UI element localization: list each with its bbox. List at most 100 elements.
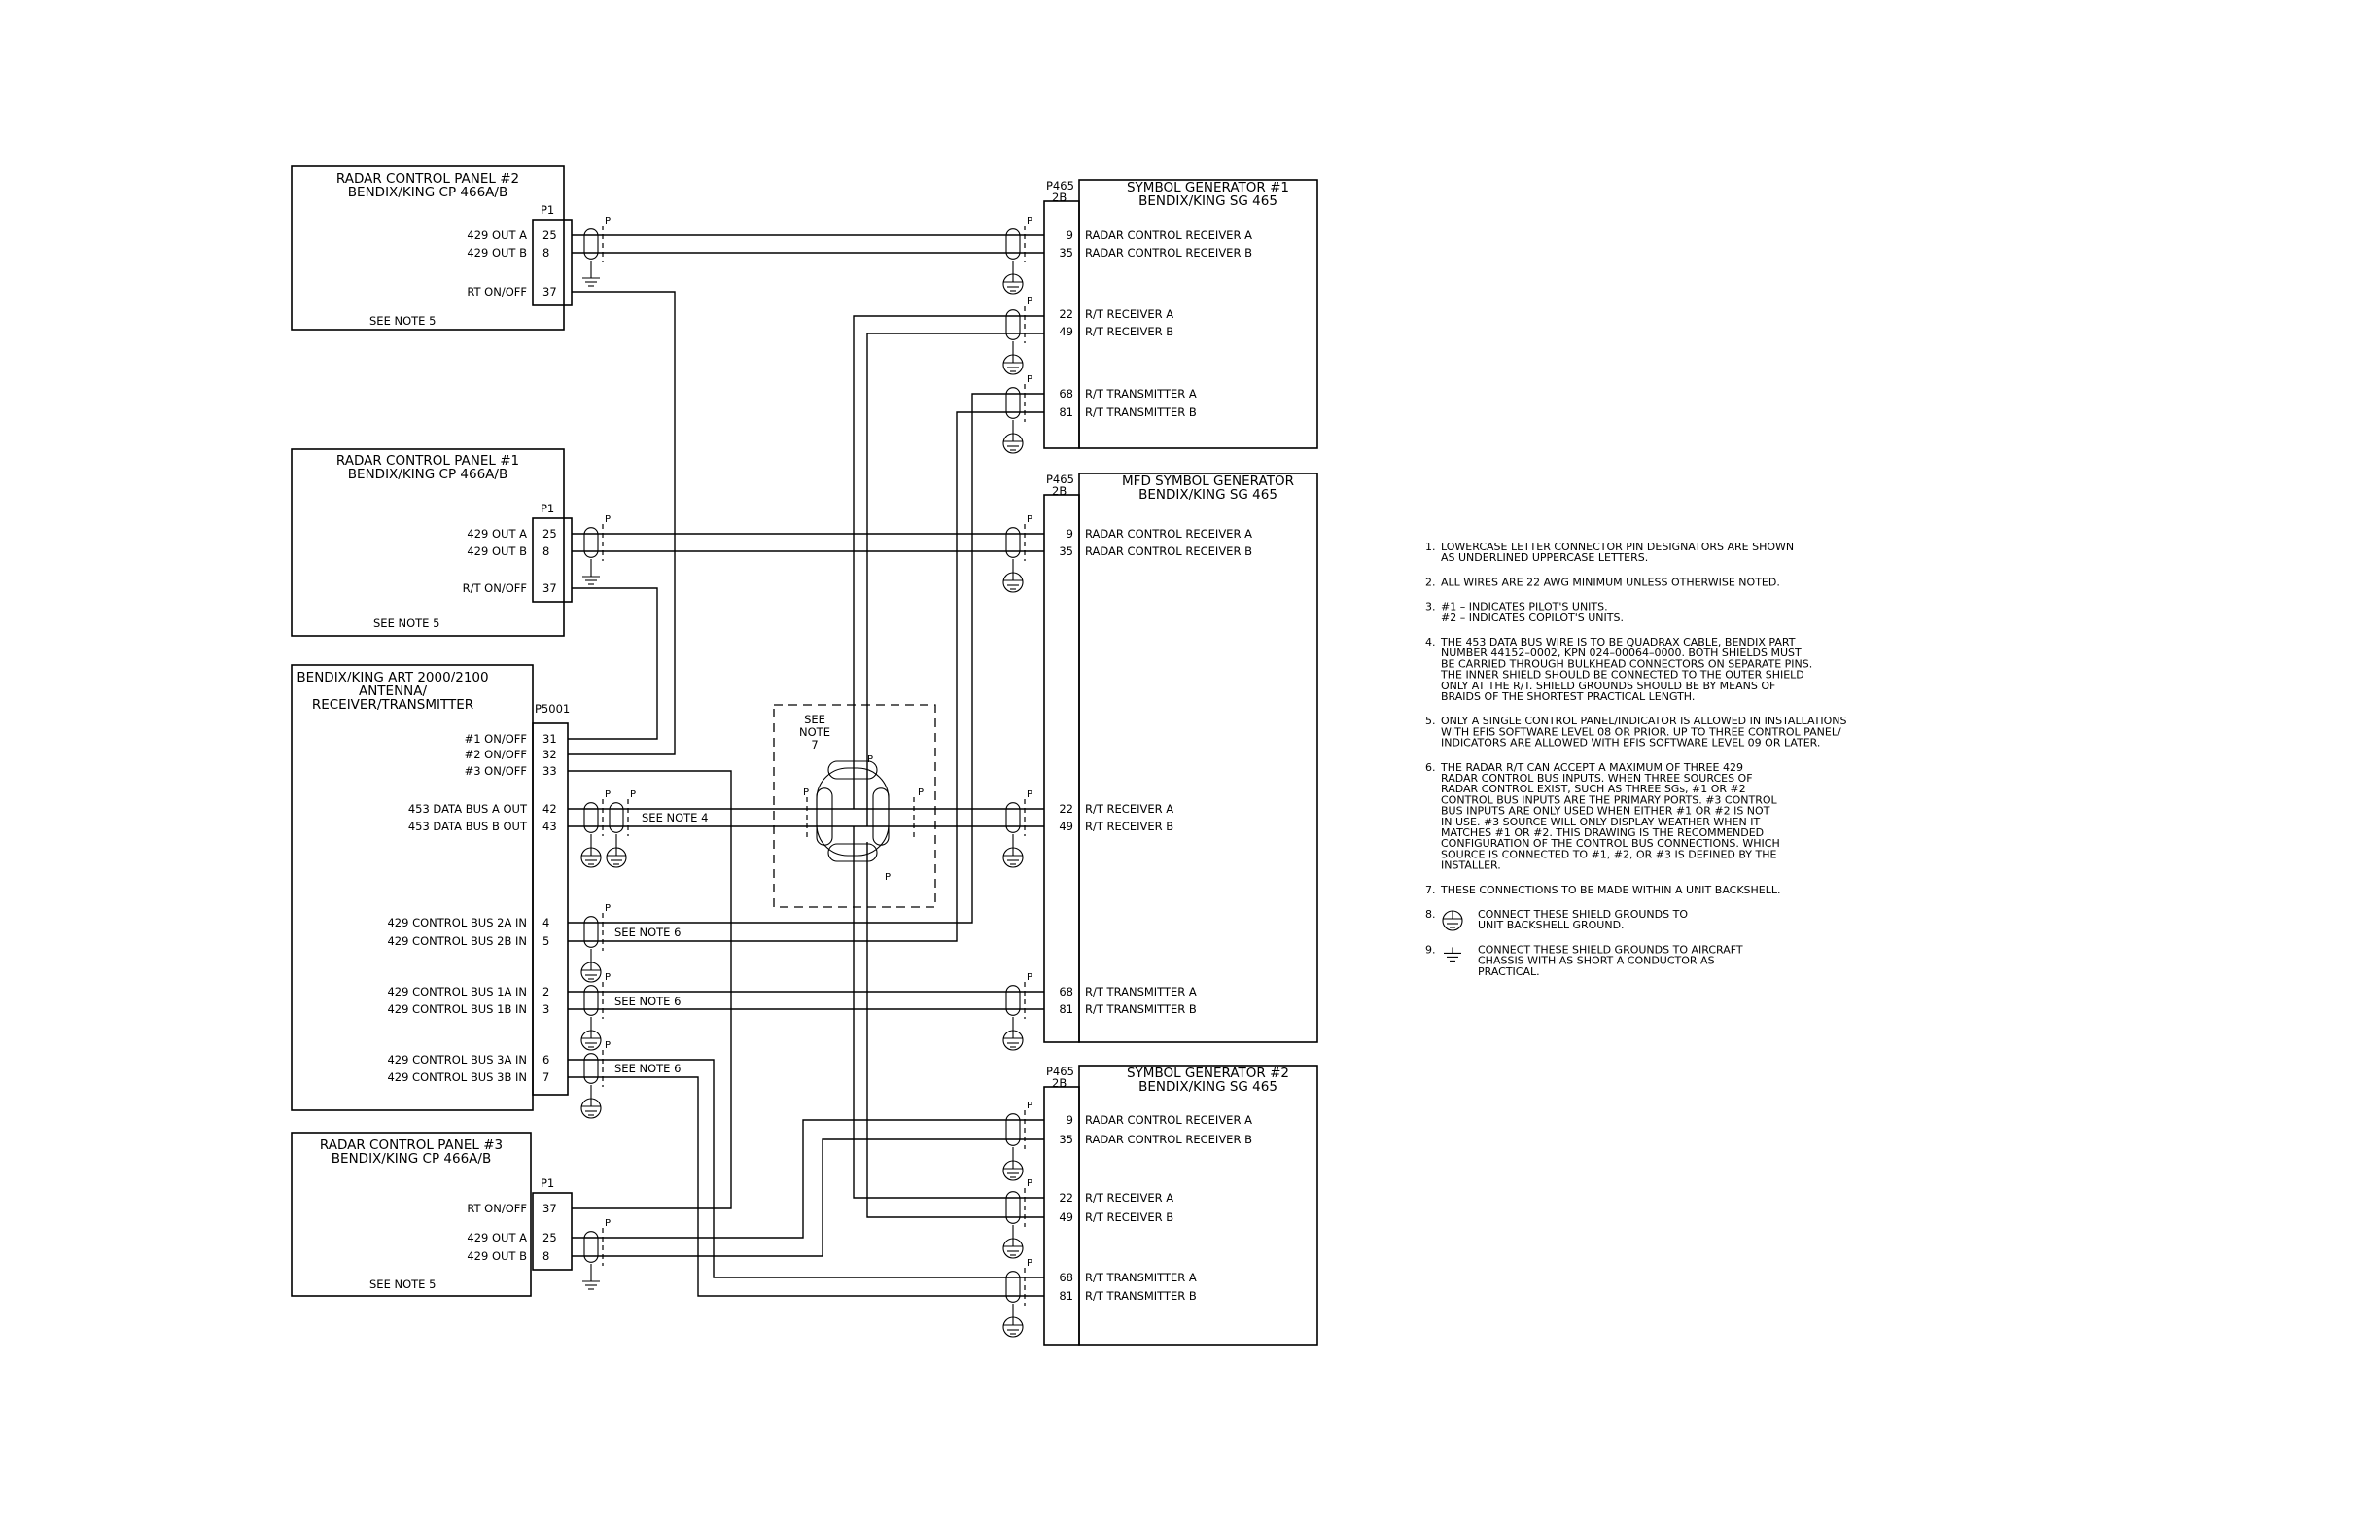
art-pin-label: 453 DATA BUS B OUT [408, 820, 528, 833]
art-pin-number: 5 [542, 934, 549, 948]
wire [568, 1059, 1044, 1278]
rcp1-model: BENDIX/KING CP 466A/B [348, 467, 508, 482]
p-marker: P [1027, 1258, 1032, 1269]
rcp3-title: RADAR CONTROL PANEL #3 [320, 1138, 503, 1153]
note-line: LOWERCASE LETTER CONNECTOR PIN DESIGNATO… [1441, 541, 1794, 553]
note-line: MATCHES #1 OR #2. THIS DRAWING IS THE RE… [1441, 826, 1764, 839]
rcp1-pin-label: R/T ON/OFF [463, 581, 527, 595]
mfd-box [1078, 472, 1318, 1043]
note-line: INDICATORS ARE ALLOWED WITH EFIS SOFTWAR… [1441, 737, 1820, 750]
note-line: ALL WIRES ARE 22 AWG MINIMUM UNLESS OTHE… [1441, 576, 1780, 588]
wire [572, 1119, 1044, 1239]
art-subtitle: ANTENNA/ [359, 683, 428, 699]
quadrax-outer-shield [816, 767, 890, 857]
note-line: ONLY AT THE R/T. SHIELD GROUNDS SHOULD B… [1441, 680, 1775, 692]
mfd-pin-label: R/T RECEIVER B [1085, 820, 1173, 833]
rcp1-pin-label: 429 OUT A [467, 527, 527, 541]
rcp3-connector-block [532, 1192, 573, 1271]
shield-oval [583, 228, 599, 260]
mfd-pin-label: RADAR CONTROL RECEIVER B [1085, 544, 1252, 558]
note-4: 4.THE 453 DATA BUS WIRE IS TO BE QUADRAX… [1425, 636, 1812, 703]
art-pin-label: 429 CONTROL BUS 2B IN [387, 934, 527, 948]
note-number: 4. [1425, 636, 1436, 648]
art-pin-number: 42 [542, 802, 557, 816]
note-4-callout: SEE NOTE 4 [642, 811, 708, 824]
sg2-pin-label: R/T RECEIVER B [1085, 1210, 1173, 1224]
note-line: ONLY A SINGLE CONTROL PANEL/INDICATOR IS… [1441, 715, 1846, 727]
p-marker: P [605, 903, 611, 914]
wire [853, 826, 1044, 1199]
note-line: WITH EFIS SOFTWARE LEVEL 08 OR PRIOR. UP… [1441, 725, 1841, 738]
note-3: 3.#1 – INDICATES PILOT'S UNITS.#2 – INDI… [1425, 601, 1624, 624]
note-number: 7. [1425, 884, 1436, 896]
rcp3-pin-label: RT ON/OFF [467, 1202, 527, 1215]
chassis-ground-icon [582, 576, 600, 585]
art-pin-number: 43 [542, 820, 557, 833]
rcp2-connector-name: P1 [541, 203, 554, 217]
rcp1-note-ref: SEE NOTE 5 [373, 616, 439, 630]
note-line: AS UNDERLINED UPPERCASE LETTERS. [1441, 551, 1648, 564]
p-marker: P [867, 754, 873, 765]
note-line: NUMBER 44152–0002, KPN 024–00064–0000. B… [1441, 647, 1802, 659]
wire [866, 332, 1044, 826]
rcp3-pin-label: 429 OUT A [467, 1231, 527, 1244]
art-pin-label: #1 ON/OFF [465, 732, 527, 746]
sg2-pin-number: 68 [1059, 1271, 1073, 1284]
note-line: THE INNER SHIELD SHOULD BE CONNECTED TO … [1440, 669, 1804, 682]
p-marker: P [1027, 216, 1032, 227]
sg2-connector-suffix: 2B [1052, 1076, 1067, 1090]
sg1-connector-name: P465 [1046, 179, 1074, 192]
shield-oval [583, 802, 599, 833]
mfd-connector-suffix: 2B [1052, 484, 1067, 498]
note-line: PRACTICAL. [1478, 965, 1540, 978]
rcp2-box [291, 165, 565, 331]
sg2-pin-label: R/T TRANSMITTER A [1085, 1271, 1197, 1284]
mfd-pin-number: 9 [1067, 527, 1073, 541]
note-line: CONTROL BUS INPUTS ARE THE PRIMARY PORTS… [1441, 793, 1778, 806]
art-pin-number: 33 [542, 764, 557, 778]
rcp2-pin-label: 429 OUT A [467, 228, 527, 242]
p-marker: P [605, 789, 611, 800]
note-7-splice-box [773, 704, 936, 908]
p-marker: P [1027, 1178, 1032, 1189]
quadrax-shield-bottom [827, 843, 878, 862]
note-number: 5. [1425, 715, 1436, 727]
note-line: THESE CONNECTIONS TO BE MADE WITHIN A UN… [1440, 884, 1781, 896]
backshell-ground-icon [580, 1030, 602, 1051]
sg1-pin-label: R/T TRANSMITTER A [1085, 387, 1197, 401]
note-line: SOURCE IS CONNECTED TO #1, #2, OR #3 IS … [1441, 848, 1777, 860]
art-pin-number: 4 [542, 916, 549, 929]
mfd-pin-number: 22 [1059, 802, 1073, 816]
p-marker: P [630, 789, 636, 800]
rcp1-connector-block [532, 517, 573, 603]
note-line: RADAR CONTROL EXIST, SUCH AS THREE SGs, … [1441, 783, 1746, 795]
shield-oval [583, 527, 599, 558]
backshell-ground-icon [1002, 1160, 1024, 1181]
note-9: 9.CONNECT THESE SHIELD GROUNDS TO AIRCRA… [1425, 943, 1743, 977]
sg1-pin-number: 22 [1059, 307, 1073, 321]
note-number: 9. [1425, 943, 1436, 956]
note-5: 5. ONLY A SINGLE CONTROL PANEL/INDICATOR … [1425, 715, 1846, 749]
p-marker: P [1027, 297, 1032, 307]
art-pin-label: 453 DATA BUS A OUT [408, 802, 528, 816]
note-2: 2.ALL WIRES ARE 22 AWG MINIMUM UNLESS OT… [1425, 576, 1780, 588]
shield-oval [583, 916, 599, 948]
note-6-callout-a: SEE NOTE 6 [614, 926, 681, 939]
mfd-pin-number: 49 [1059, 820, 1073, 833]
p-marker: P [803, 788, 809, 798]
p-marker: P [885, 872, 891, 883]
backshell-ground-icon [580, 847, 602, 868]
note-8-backshell-ground-icon [1442, 910, 1463, 931]
art-pin-label: #3 ON/OFF [465, 764, 527, 778]
note-line: CONNECT THESE SHIELD GROUNDS TO [1478, 908, 1688, 921]
art-subtitle-2: RECEIVER/TRANSMITTER [312, 697, 473, 713]
art-connector-name: P5001 [535, 702, 570, 716]
art-pin-number: 7 [542, 1070, 549, 1084]
sg1-pin-label: R/T TRANSMITTER B [1085, 405, 1197, 419]
mfd-pin-label: RADAR CONTROL RECEIVER A [1085, 527, 1252, 541]
sg1-pin-number: 35 [1059, 246, 1073, 260]
sg1-connector-suffix: 2B [1052, 191, 1067, 204]
rcp1-title: RADAR CONTROL PANEL #1 [336, 453, 519, 469]
